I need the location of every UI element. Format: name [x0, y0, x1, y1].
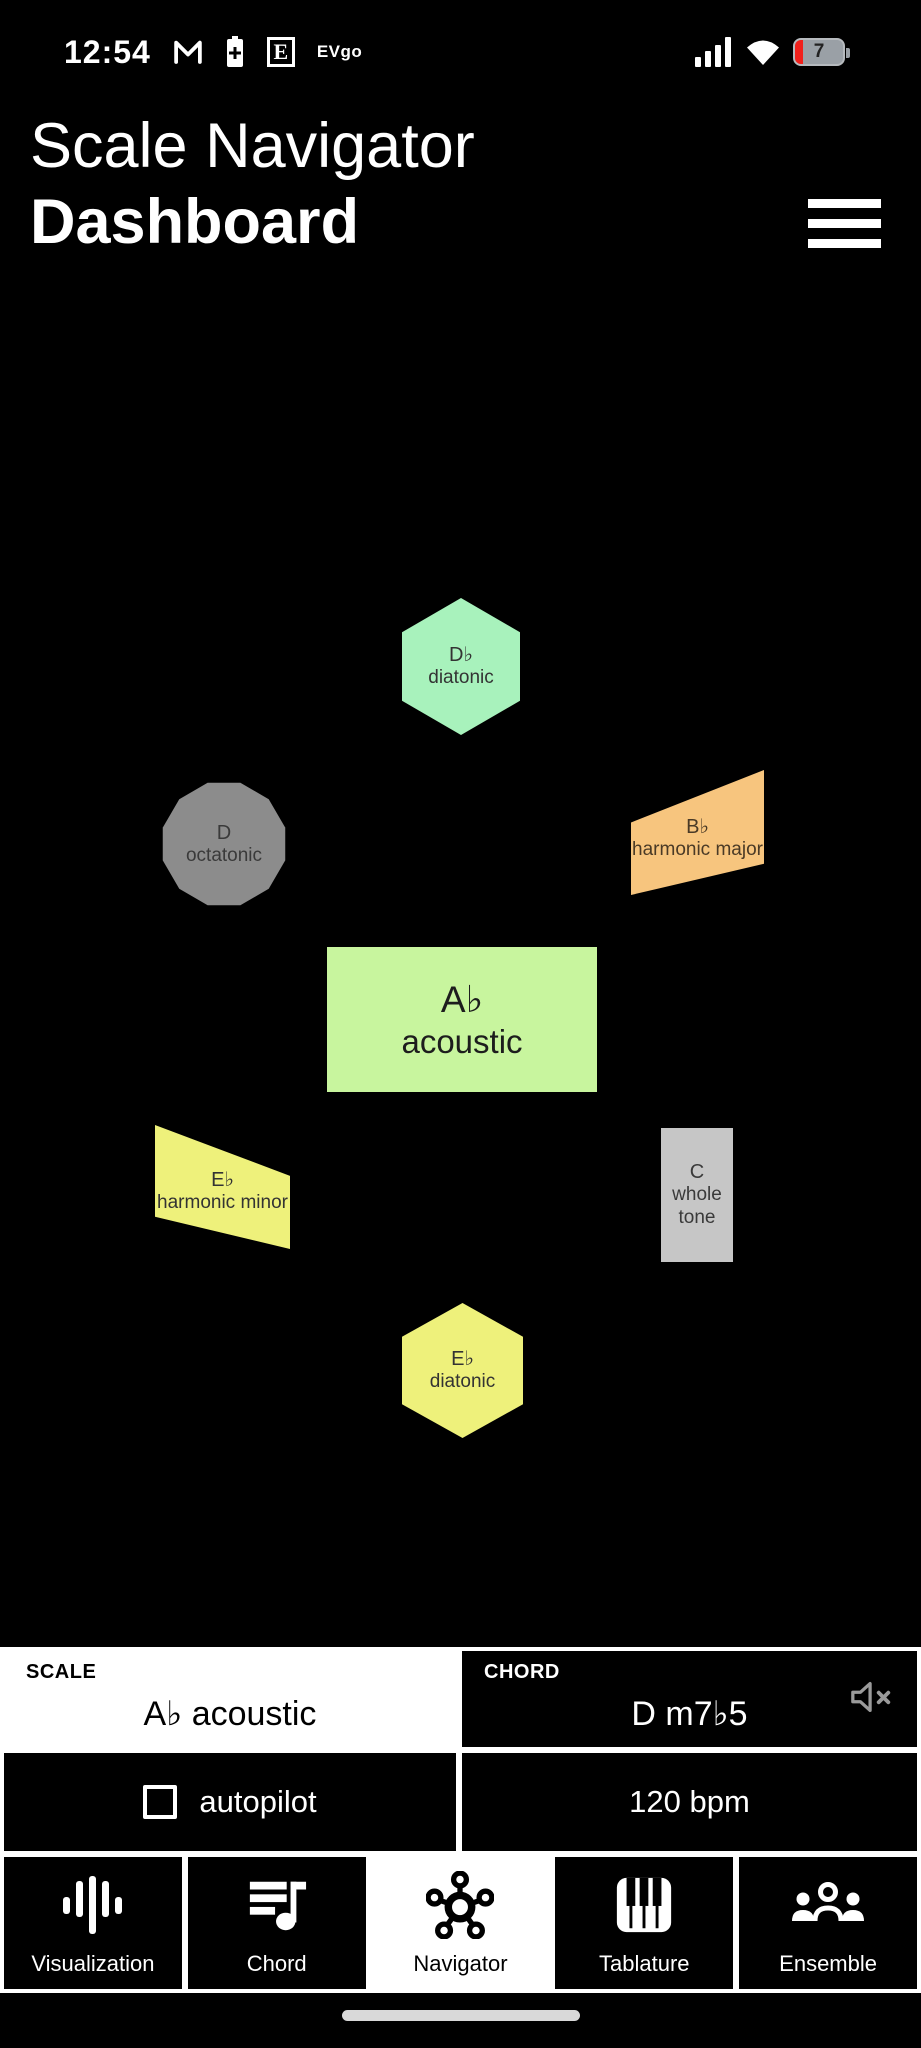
scale-node-note: E♭ [211, 1168, 234, 1191]
home-indicator[interactable] [342, 2010, 580, 2021]
status-bar: 12:54 E EVgo [0, 30, 921, 74]
volume-muted-icon [849, 1679, 895, 1720]
autopilot-label: autopilot [199, 1784, 317, 1819]
scale-node-note: A♭ [440, 978, 484, 1020]
autopilot-toggle[interactable]: autopilot [4, 1753, 456, 1851]
scale-node-bb-harmonic-major[interactable]: B♭ harmonic major [631, 770, 764, 895]
tab-tablature[interactable]: Tablature [555, 1857, 734, 1989]
tab-label: Visualization [31, 1951, 155, 1976]
tab-label: Ensemble [779, 1951, 877, 1976]
scale-node-type: acoustic [401, 1022, 523, 1060]
scale-node-db-diatonic[interactable]: D♭ diatonic [402, 598, 520, 735]
tab-label: Navigator [413, 1951, 508, 1976]
scale-node-c-whole-tone[interactable]: C whole tone [661, 1128, 733, 1262]
scale-node-type: harmonic major [632, 839, 763, 861]
tab-ensemble[interactable]: Ensemble [739, 1857, 917, 1989]
tab-label: Tablature [599, 1951, 690, 1976]
chord-display: CHORD D m7♭5 [462, 1651, 917, 1747]
piano-icon [613, 1869, 675, 1941]
battery-charge-bar [795, 40, 803, 64]
scale-node-note: C [689, 1161, 705, 1184]
clock: 12:54 [64, 33, 151, 70]
menu-bar [808, 199, 881, 208]
scale-node-note: D [216, 821, 232, 844]
scale-node-d-octatonic[interactable]: D octatonic [162, 782, 286, 906]
page-subtitle: Dashboard [30, 187, 360, 257]
menu-bar [808, 219, 881, 228]
e-app-icon: E [266, 37, 295, 67]
tab-chord[interactable]: Chord [187, 1857, 366, 1989]
battery-plus-icon [225, 36, 245, 68]
scale-node-ab-acoustic-current[interactable]: A♭ acoustic [327, 947, 597, 1092]
wifi-icon [745, 38, 781, 66]
scale-node-type: harmonic minor [157, 1191, 288, 1213]
signal-icon [695, 37, 733, 67]
scale-node-type: octatonic [185, 844, 263, 866]
tab-visualization[interactable]: Visualization [4, 1857, 182, 1989]
battery-percent: 7 [813, 41, 825, 62]
scale-node-type: diatonic [429, 1371, 496, 1393]
gmail-icon [173, 39, 203, 65]
scale-value: A♭ acoustic [143, 1695, 317, 1733]
tempo-button[interactable]: 120 bpm [462, 1753, 917, 1851]
chord-mute-button[interactable] [849, 1651, 895, 1747]
app-title: Scale Navigator [30, 111, 475, 181]
scale-node-type: diatonic [428, 667, 494, 689]
group-people-icon [791, 1869, 865, 1941]
menu-bar [808, 239, 881, 248]
tab-navigator[interactable]: Navigator [371, 1857, 550, 1989]
chord-value: D m7♭5 [631, 1695, 748, 1733]
control-panel: SCALE A♭ acoustic CHORD D m7♭5 [0, 1647, 921, 1993]
scale-node-eb-diatonic[interactable]: E♭ diatonic [402, 1303, 523, 1438]
chord-label: CHORD [484, 1661, 560, 1683]
scale-node-note: B♭ [686, 816, 709, 839]
battery-icon: 7 [793, 38, 850, 66]
scale-node-note: D♭ [449, 644, 473, 667]
menu-button[interactable] [808, 199, 881, 248]
bottom-nav: Visualization Chord [4, 1857, 917, 1989]
equalizer-icon [61, 1869, 125, 1941]
autopilot-checkbox[interactable] [143, 1785, 178, 1819]
page-title: Scale Navigator Dashboard [30, 108, 475, 260]
carrier-label: EVgo [316, 42, 363, 61]
hub-network-icon [426, 1869, 495, 1941]
scale-node-type: whole tone [672, 1184, 722, 1228]
scale-display: SCALE A♭ acoustic [4, 1651, 456, 1747]
queue-music-icon [246, 1869, 308, 1941]
scale-node-eb-harmonic-minor[interactable]: E♭ harmonic minor [155, 1125, 290, 1249]
tempo-value: 120 bpm [629, 1784, 750, 1819]
scale-label: SCALE [26, 1661, 97, 1683]
tab-label: Chord [246, 1951, 307, 1976]
scale-node-note: E♭ [451, 1348, 474, 1371]
